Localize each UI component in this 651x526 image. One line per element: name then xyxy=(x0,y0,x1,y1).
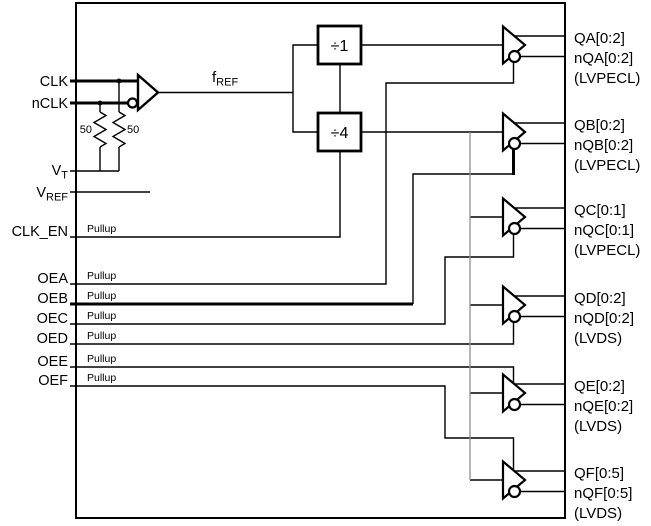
qf-output-labels: QF[0:5] nQF[0:5] (LVDS) xyxy=(574,465,632,522)
vt-pin-label: VT xyxy=(52,163,69,182)
qd-output-lines xyxy=(514,295,565,318)
qc-output-labels: QC[0:1] nQC[0:1] (LVPECL) xyxy=(574,202,640,259)
fref-net-label: fREF xyxy=(212,69,238,89)
oef-pullup-label: Pullup xyxy=(87,372,116,384)
nclk-junction-dot xyxy=(97,100,103,106)
qe-output-lines xyxy=(514,383,565,406)
nclk-pin-label: nCLK xyxy=(32,96,69,112)
nclk-invert-bubble xyxy=(126,97,139,109)
oee-pin-label: OEE xyxy=(37,354,68,370)
oee-pullup-label: Pullup xyxy=(87,353,116,365)
nqd-label: nQD[0:2] xyxy=(574,310,634,327)
clk-en-pin-label: CLK_EN xyxy=(12,224,68,240)
div4-label: ÷4 xyxy=(331,125,349,142)
qa-output-labels: QA[0:2] nQA[0:2] (LVPECL) xyxy=(574,30,640,87)
oeb-enable-wire-thin xyxy=(412,173,514,304)
qa-label: QA[0:2] xyxy=(574,30,625,47)
nqc-label: nQC[0:1] xyxy=(574,222,634,239)
oeb-pullup-label: Pullup xyxy=(87,290,116,302)
qb-output-labels: QB[0:2] nQB[0:2] (LVPECL) xyxy=(574,117,640,174)
divider-div1-box xyxy=(316,24,363,66)
clk-termination-resistor xyxy=(111,111,127,148)
qc-output-lines xyxy=(514,207,565,230)
qb-standard-label: (LVPECL) xyxy=(574,157,640,174)
oea-pin-label: OEA xyxy=(37,271,68,287)
oec-pin-label: OEC xyxy=(37,311,68,327)
nclk-termination-resistor xyxy=(92,111,108,148)
qf-output-lines xyxy=(514,470,565,493)
qe-invert-bubble xyxy=(507,397,522,412)
oed-enable-wire xyxy=(70,322,515,345)
qd-label: QD[0:2] xyxy=(574,290,626,307)
qd-standard-label: (LVDS) xyxy=(574,330,622,347)
qc-invert-bubble xyxy=(507,221,522,236)
clk-input-buffer xyxy=(136,72,160,113)
qf-label: QF[0:5] xyxy=(574,465,624,482)
nqe-label: nQE[0:2] xyxy=(574,398,633,415)
oec-enable-wire xyxy=(70,234,515,325)
nqf-label: nQF[0:5] xyxy=(574,485,632,502)
qc-label: QC[0:1] xyxy=(574,202,626,219)
oee-enable-wire xyxy=(70,366,515,384)
chip-outline xyxy=(75,2,566,519)
div1-label: ÷1 xyxy=(331,38,349,55)
qc-standard-label: (LVPECL) xyxy=(574,242,640,259)
qb-invert-bubble xyxy=(507,136,522,151)
oeb-pin-label: OEB xyxy=(37,291,68,307)
fref-branch-wire xyxy=(292,44,318,133)
qb-output-lines xyxy=(514,122,565,145)
clk-en-pullup-label: Pullup xyxy=(87,223,116,235)
vref-pin-label: VREF xyxy=(36,185,68,204)
oea-pullup-label: Pullup xyxy=(87,270,116,282)
qb-label: QB[0:2] xyxy=(574,117,625,134)
oef-pin-label: OEF xyxy=(38,373,68,389)
nqb-label: nQB[0:2] xyxy=(574,137,633,154)
oef-enable-wire xyxy=(70,385,515,470)
qa-invert-bubble xyxy=(507,49,522,64)
signal-wires xyxy=(70,35,565,493)
qd-output-labels: QD[0:2] nQD[0:2] (LVDS) xyxy=(574,290,634,347)
clk-pin-label: CLK xyxy=(40,74,69,90)
qe-output-labels: QE[0:2] nQE[0:2] (LVDS) xyxy=(574,378,633,435)
oec-pullup-label: Pullup xyxy=(87,310,116,322)
clk-en-wire xyxy=(70,152,341,238)
qf-standard-label: (LVDS) xyxy=(574,505,622,522)
qd-invert-bubble xyxy=(507,309,522,324)
oed-pullup-label: Pullup xyxy=(87,330,116,342)
divider-div4-box xyxy=(316,111,363,153)
nclk-resistor-value-label: 50 xyxy=(80,124,92,136)
qe-standard-label: (LVDS) xyxy=(574,418,622,435)
bold-wires xyxy=(70,79,515,306)
oea-enable-wire xyxy=(70,62,515,285)
clk-resistor-value-label: 50 xyxy=(127,124,139,136)
output-buffers xyxy=(501,24,527,501)
qa-output-lines xyxy=(514,35,565,58)
clk-junction-dot xyxy=(116,78,122,84)
nqa-label: nQA[0:2] xyxy=(574,50,633,67)
qa-standard-label: (LVPECL) xyxy=(574,70,640,87)
qf-invert-bubble xyxy=(507,484,522,499)
qe-label: QE[0:2] xyxy=(574,378,625,395)
oed-pin-label: OED xyxy=(37,331,68,347)
